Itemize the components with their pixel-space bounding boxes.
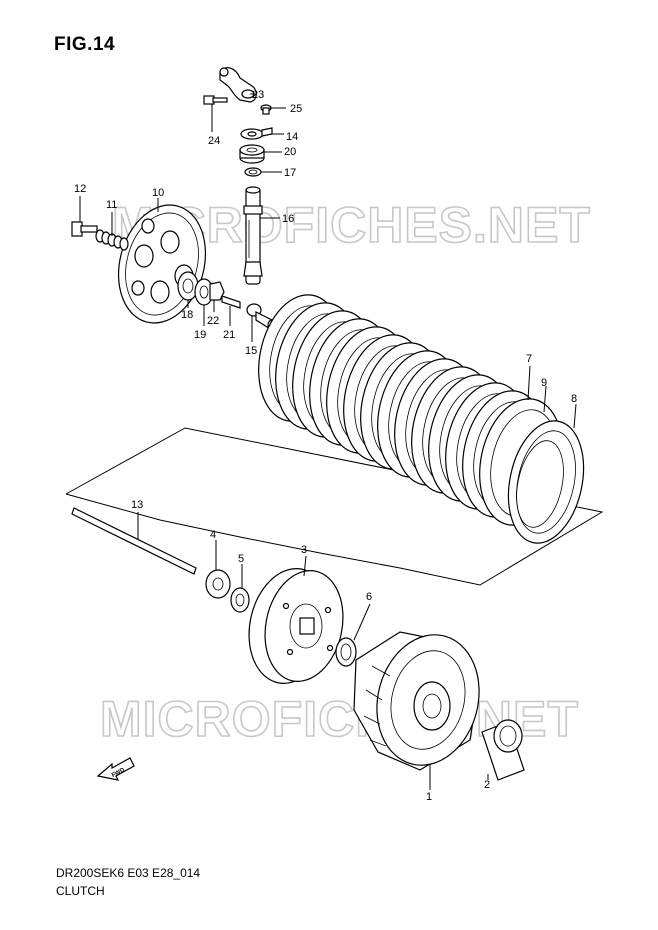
callout-15: 15	[245, 345, 257, 357]
callout-12: 12	[74, 183, 86, 195]
primary-driven-gear-assy-1[interactable]	[353, 624, 492, 776]
callout-11: 11	[106, 199, 117, 211]
callout-24: 24	[208, 135, 220, 147]
figure-title: FIG.14	[54, 34, 116, 55]
callout-19: 19	[194, 329, 206, 341]
fwd-arrow-icon: FWD	[96, 757, 135, 781]
callout-21: 21	[223, 329, 235, 341]
callout-17: 17	[284, 167, 296, 179]
callout-25: 25	[290, 103, 302, 115]
oil-seal-20[interactable]	[239, 144, 265, 164]
bolt-24[interactable]	[203, 95, 228, 105]
clutch-sleeve-hub-3[interactable]	[239, 561, 353, 691]
callout-14: 14	[286, 131, 298, 143]
clutch-plate-8[interactable]	[498, 414, 594, 550]
callout-16: 16	[282, 213, 294, 225]
callout-22: 22	[207, 315, 219, 327]
callout-10: 10	[152, 187, 164, 199]
adjusting-screw-21[interactable]	[221, 295, 241, 309]
callout-9: 9	[541, 377, 547, 389]
screw-25[interactable]	[260, 104, 272, 115]
push-rod-13[interactable]	[71, 507, 197, 575]
callout-13: 13	[131, 499, 143, 511]
clutch-bolt-12[interactable]	[71, 221, 98, 237]
callout-23: 23	[252, 89, 264, 101]
clutch-nut-4[interactable]	[205, 569, 231, 599]
washer-14[interactable]	[240, 127, 273, 140]
callout-8: 8	[571, 393, 577, 405]
callout-3: 3	[301, 544, 307, 556]
clutch-spring-11[interactable]	[95, 229, 129, 251]
leader-lines	[79, 93, 577, 790]
pressure-plate-10[interactable]	[106, 195, 218, 333]
plate-group-bracket	[65, 427, 604, 586]
callout-5: 5	[238, 553, 244, 565]
callout-4: 4	[210, 529, 216, 541]
washer-5[interactable]	[230, 587, 250, 613]
callout-2: 2	[484, 779, 490, 791]
o-ring-17[interactable]	[244, 167, 262, 177]
release-arm[interactable]	[219, 67, 257, 103]
callout-18: 18	[181, 309, 193, 321]
thrust-washer-6[interactable]	[335, 637, 357, 667]
figure-name: CLUTCH	[56, 884, 105, 898]
release-camshaft-16[interactable]	[243, 186, 263, 285]
callout-6: 6	[366, 591, 372, 603]
callout-20: 20	[284, 146, 296, 158]
clutch-plate-stack	[258, 294, 563, 526]
spacer-2[interactable]	[481, 719, 525, 781]
figure-code: DR200SEK6 E03 E28_014	[56, 866, 201, 880]
callout-1: 1	[426, 791, 432, 803]
callout-7: 7	[526, 353, 532, 365]
